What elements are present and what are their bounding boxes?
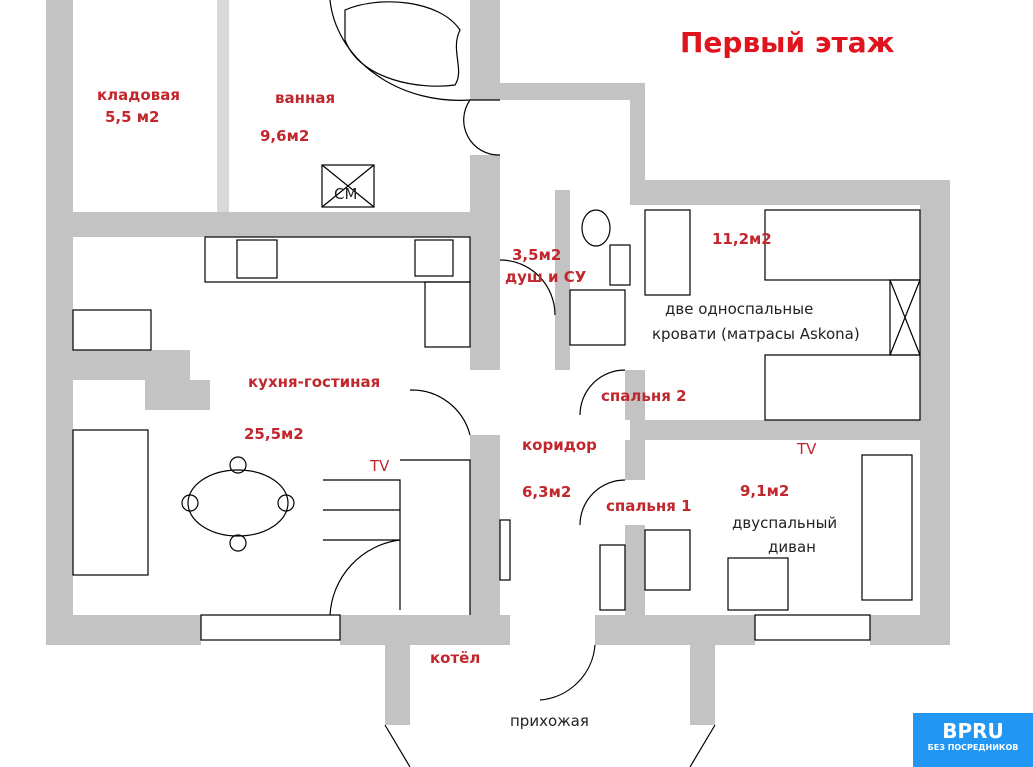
shower-name: душ и СУ [505, 268, 587, 286]
kitchen-tv: TV [370, 457, 390, 475]
bpru-tagline: БЕЗ ПОСРЕДНИКОВ [927, 743, 1019, 752]
storage-name: кладовая [97, 86, 180, 104]
bedroom1-note1: двуспальный [732, 514, 838, 532]
page-title: Первый этаж [680, 26, 895, 59]
boiler-name: котёл [430, 649, 481, 667]
bedroom2-name: спальня 2 [601, 387, 687, 405]
bedroom1-name: спальня 1 [606, 497, 692, 515]
corridor-area: 6,3м2 [522, 483, 572, 501]
bedroom2-area: 11,2м2 [712, 230, 772, 248]
bedroom1-note2: диван [768, 538, 816, 556]
bathroom-name: ванная [275, 89, 336, 107]
corridor-name: коридор [522, 436, 597, 454]
bedroom2-note2: кровати (матрасы Askona) [652, 325, 860, 343]
bedroom2-note1: две односпальные [665, 300, 814, 318]
hall-name: прихожая [510, 712, 589, 730]
walls [46, 0, 950, 725]
bpru-logo: BPRU [942, 719, 1004, 743]
shower-area: 3,5м2 [512, 246, 562, 264]
bathroom-area: 9,6м2 [260, 127, 310, 145]
washer-label: СМ [334, 185, 358, 203]
fixtures [72, 0, 921, 767]
storage-area: 5,5 м2 [105, 108, 160, 126]
bpru-badge[interactable]: BPRU БЕЗ ПОСРЕДНИКОВ [913, 713, 1033, 767]
bedroom1-tv: TV [797, 440, 817, 458]
bedroom1-area: 9,1м2 [740, 482, 790, 500]
kitchen-name: кухня-гостиная [248, 373, 381, 391]
kitchen-area: 25,5м2 [244, 425, 304, 443]
